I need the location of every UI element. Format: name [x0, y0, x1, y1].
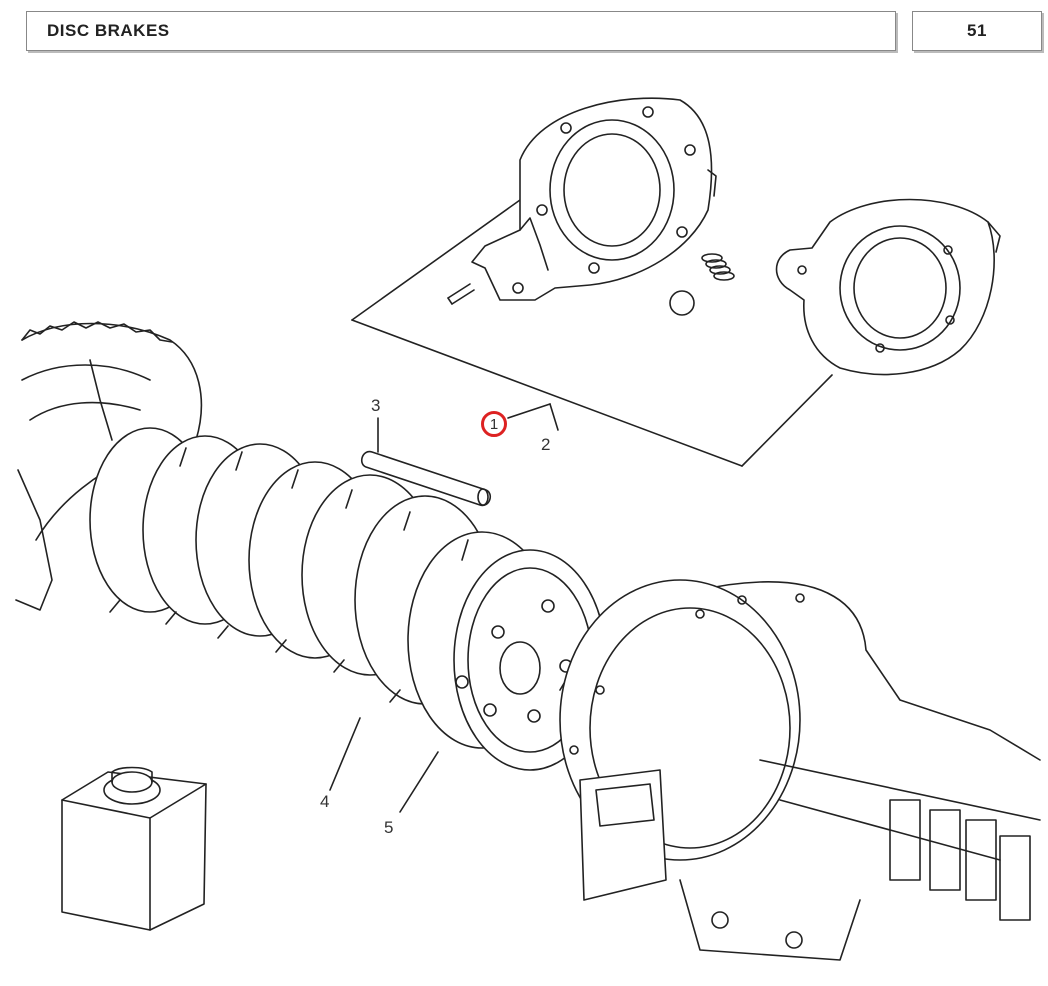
page-number: 51: [967, 21, 987, 40]
pin-part: [362, 452, 491, 506]
kit-outline: [352, 200, 832, 466]
bolt-part: [448, 284, 474, 304]
oil-can: [62, 768, 206, 931]
leader-lines: [330, 404, 558, 812]
spring-part: [702, 254, 734, 280]
callout-3-label[interactable]: 3: [371, 396, 381, 415]
callout-4-label[interactable]: 4: [320, 792, 330, 811]
section-title-box: DISC BRAKES: [26, 11, 896, 51]
o-ring-part: [670, 291, 694, 315]
brake-disc-stack: [90, 428, 606, 770]
callout-5-label[interactable]: 5: [384, 818, 394, 837]
callout-1-label: 1: [489, 415, 499, 433]
page-number-box: 51: [912, 11, 1042, 51]
section-title: DISC BRAKES: [47, 21, 170, 40]
axle-housing-right: [560, 580, 1040, 960]
callout-1-hotspot[interactable]: 1: [481, 411, 507, 437]
caliper-plate-lower: [777, 200, 1001, 375]
caliper-plate-upper: [472, 98, 716, 300]
callout-2-label[interactable]: 2: [541, 435, 551, 454]
